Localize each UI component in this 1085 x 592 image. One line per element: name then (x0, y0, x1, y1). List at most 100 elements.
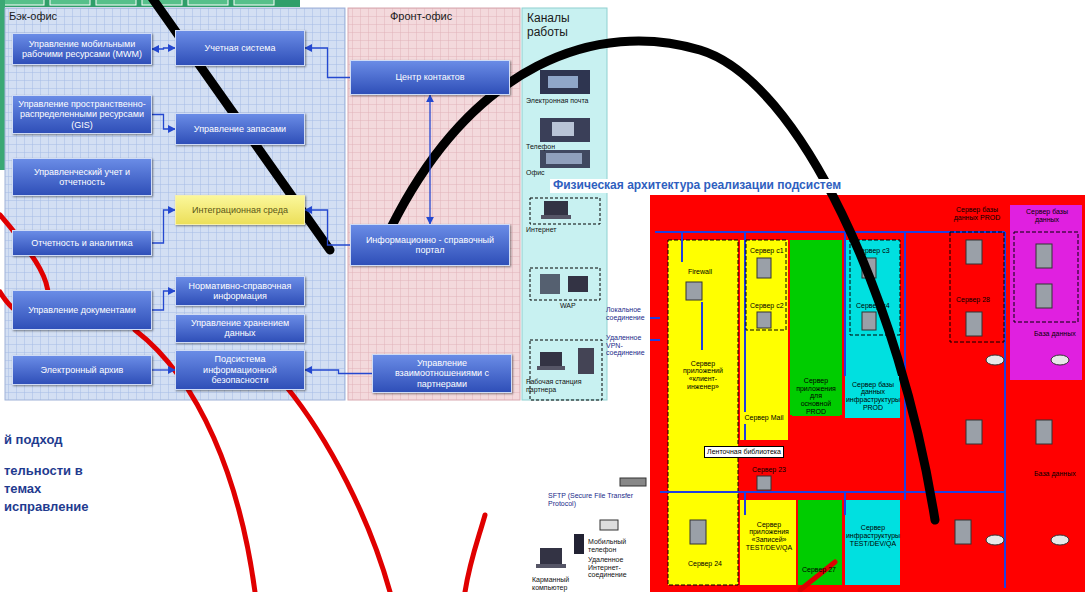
data-flow-connector (429, 95, 430, 224)
text-label: Сервер 28 (956, 296, 990, 304)
panel-heading: Фронт-офис (390, 10, 452, 23)
text-label: База данных (1034, 330, 1076, 338)
subsystem-box: Управление документами (12, 290, 152, 330)
panel-heading: Физическая архитектура реализации подсис… (550, 179, 844, 193)
channels-panel: Каналы работы (522, 8, 607, 400)
text-label: Удаленное VPN-соединение (606, 334, 648, 357)
data-flow-connector (305, 370, 372, 374)
data-flow-connector (152, 291, 175, 310)
text-label: Сервер 23 (752, 466, 786, 474)
text-label: Электронная почта (526, 97, 604, 105)
node-label: Сервер базы данных инфраструктуры PROD (846, 381, 900, 412)
node-label: Управление запасами (194, 124, 286, 134)
subsystem-box: Нормативно-справочная информация (175, 276, 305, 306)
node-label: Отчетность и аналитика (31, 238, 133, 248)
node-label: Электронный архив (41, 365, 124, 375)
node-label: Информационно - справочный портал (356, 235, 504, 256)
subsystem-box: Отчетность и аналитика (12, 230, 152, 256)
node-label: Управление взаимоотношениями с партнерам… (378, 358, 506, 389)
subsystem-box: Центр контактов (350, 60, 510, 95)
physical-region (650, 195, 1085, 592)
text-label: й подход (4, 433, 62, 447)
node-label: Сервер базы данных PROD (950, 206, 1004, 221)
text-label: Удаленное Интернет-соединение (588, 556, 648, 579)
back-office-panel (5, 8, 345, 400)
text-label: Сервер с3 (856, 247, 890, 255)
text-label: исправление (4, 500, 88, 514)
data-flow-connector (152, 369, 175, 370)
back-office-panel: Бэк-офисУправление мобильными рабочими р… (5, 8, 345, 400)
node-label: Сервер инфраструктуры TEST/DEV/QA (846, 524, 900, 547)
server-box: Сервер базы данных (1014, 206, 1080, 226)
data-flow-connector (152, 48, 175, 49)
text-label: Телефон (526, 143, 604, 151)
node-label: Ленточная библиотека (707, 448, 781, 456)
text-label: Сервер с1 (750, 247, 784, 255)
subsystem-box: Управление пространственно-распределенны… (12, 95, 152, 134)
node-label: Центр контактов (395, 72, 464, 82)
external-devices (536, 478, 646, 568)
node-label: Подсистема информационной безопасности (181, 354, 299, 385)
text-label: Рабочая станция партнера (526, 378, 600, 393)
text-label: WAP (560, 302, 600, 310)
server-box: Сервер Mail (742, 412, 786, 424)
node-label: Сервер приложения для основной PROD (794, 377, 838, 415)
tape-library: Ленточная библиотека (704, 446, 784, 458)
annotation-strokes (0, 0, 935, 592)
node-label: Сервер Mail (744, 414, 783, 422)
subsystem-box: Управление хранением данных (175, 314, 305, 343)
text-label: темах (4, 482, 41, 496)
network-wires (650, 232, 1005, 588)
subsystem-box: Подсистема информационной безопасности (175, 350, 305, 390)
text-label: Локальное соединение (606, 306, 648, 321)
panel-heading: Бэк-офис (9, 10, 57, 23)
data-flow-connector (305, 210, 350, 245)
text-label: Интернет (526, 226, 604, 234)
node-label: Управление документами (28, 305, 136, 315)
text-label: Мобильный телефон (588, 538, 646, 553)
subsystem-box: Управление запасами (175, 113, 305, 145)
panel-heading: Каналы работы (527, 12, 605, 40)
server-box: Сервер приложения «Записей» TEST/DEV/QA (742, 516, 796, 556)
data-flow-connector (152, 210, 175, 243)
bands (668, 205, 1082, 585)
text-label: Сервер 27 (802, 566, 836, 574)
node-label: Управление хранением данных (181, 318, 299, 339)
node-label: Сервер приложений «клиент-инженер» (673, 360, 733, 391)
server-box: Сервер приложения для основной PROD (792, 376, 840, 416)
front-office-panel (348, 8, 520, 400)
subsystem-box: Информационно - справочный портал (350, 224, 510, 266)
disk-icons (986, 355, 1069, 545)
server-box: Сервер базы данных PROD (948, 203, 1006, 225)
text-label: Сервер с4 (856, 302, 890, 310)
data-flow-connector (305, 48, 350, 78)
server-box: Сервер приложений «клиент-инженер» (671, 355, 735, 395)
text-label: тельности в (4, 464, 83, 478)
node-label: Интеграционная среда (192, 205, 288, 215)
node-label: Управленческий учет и отчетность (18, 167, 146, 188)
text-label: Сервер с2 (750, 302, 784, 310)
subsystem-box: Управление мобильными рабочими ресурсами… (12, 33, 152, 65)
node-label: Сервер приложения «Записей» TEST/DEV/QA (744, 521, 794, 552)
server-box: Сервер инфраструктуры TEST/DEV/QA (847, 516, 899, 556)
data-flow-connector (152, 115, 175, 129)
subsystem-box: Управление взаимоотношениями с партнерам… (372, 354, 512, 393)
server-box: Сервер базы данных инфраструктуры PROD (847, 376, 899, 416)
front-office-panel: Фронт-офисЦентр контактовИнформационно -… (348, 8, 520, 400)
text-label: Офис (526, 169, 604, 177)
server-box: Firewall (676, 266, 724, 278)
node-label: Управление пространственно-распределенны… (18, 99, 146, 130)
text-label: Сервер 24 (688, 560, 722, 568)
text-label: Карманный компьютер (532, 576, 588, 591)
node-label: Нормативно-справочная информация (181, 281, 299, 302)
subsystem-box: Электронный архив (12, 355, 152, 385)
group-frames (746, 232, 1078, 342)
channel-icons (530, 70, 602, 400)
node-label: Управление мобильными рабочими ресурсами… (18, 39, 146, 60)
integration-box: Интеграционная среда (175, 195, 305, 225)
node-label: Сервер базы данных (1016, 208, 1078, 223)
physical-region: Физическая архитектура реализации подсис… (650, 195, 1085, 592)
node-label: Firewall (688, 268, 712, 276)
